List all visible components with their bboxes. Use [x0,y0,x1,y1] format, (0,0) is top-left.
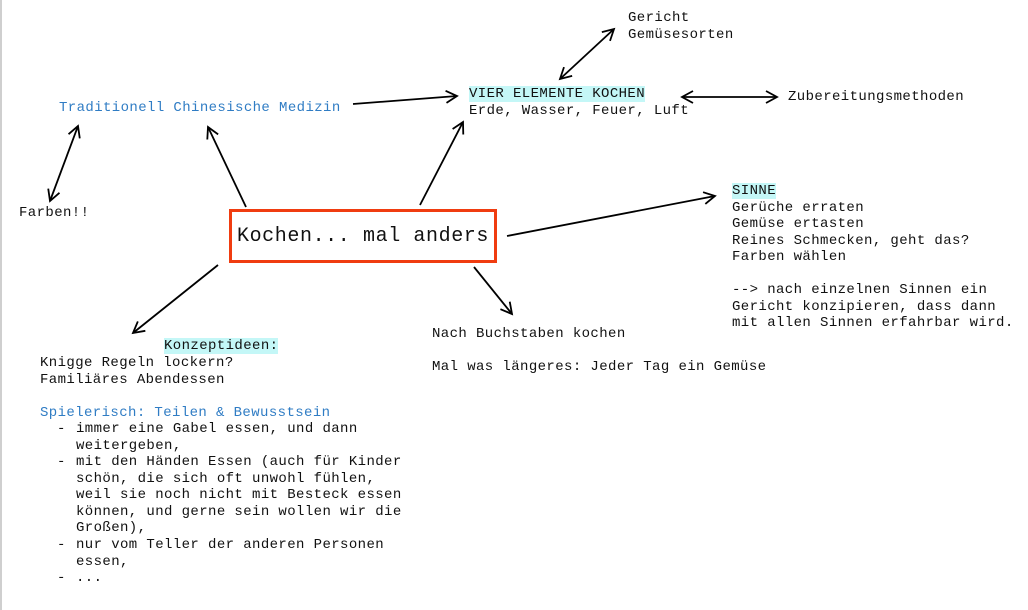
bullet-line: ... [76,570,103,586]
node-vier-elemente[interactable]: VIER ELEMENTE KOCHEN Erde, Wasser, Feuer… [469,86,689,119]
node-farben[interactable]: Farben!! [19,205,90,221]
arrow-center-to-buchstaben [473,266,514,316]
arrow-tcm-to-vier [352,90,459,105]
konzept-title: Konzeptideen: [164,338,279,354]
sinne-item: Reines Schmecken, geht das? [732,232,970,249]
bullet-item: -nur vom Teller der anderen Personen ess… [57,537,385,570]
node-sinne[interactable]: SINNE Gerüche erraten Gemüse ertasten Re… [732,183,1014,332]
bullet-item: -immer eine Gabel essen, und dann weiter… [57,421,358,454]
bullet-line: schön, die sich oft unwohl fühlen, [76,470,376,487]
bullet-item: -mit den Händen Essen (auch für Kinder s… [57,454,402,537]
bullet-line: weitergeben, [76,437,182,454]
bullet-line: weil sie noch nicht mit Besteck essen [76,487,402,503]
bullet-dash: - [57,570,66,586]
page-edge [0,0,2,610]
central-topic[interactable]: Kochen... mal anders [229,209,497,263]
buchstaben-line: Nach Buchstaben kochen [432,326,626,342]
arrow-center-to-konzept [131,264,219,335]
bullet-dash: - [57,421,66,437]
vier-sub: Erde, Wasser, Feuer, Luft [469,102,690,119]
bullet-line: essen, [76,553,129,570]
arrow-vier-gericht [558,27,616,81]
node-buchstaben[interactable]: Nach Buchstaben kochen Mal was längeres:… [432,326,766,376]
node-zubereitung[interactable]: Zubereitungsmethoden [788,89,965,105]
arrow-center-to-tcm [206,125,247,208]
sinne-note: Gericht konzipieren, dass dann [732,298,997,315]
laenger-line: Mal was längeres: Jeder Tag ein Gemüse [432,359,767,375]
sinne-title: SINNE [732,183,777,199]
sinne-note: --> nach einzelnen Sinnen ein [732,282,988,298]
konzept-line: Familiäres Abendessen [40,371,225,388]
gericht-line: Gericht [628,10,690,26]
konzept-title-text: Konzeptideen [164,338,270,354]
bullet-line: Großen), [76,520,147,536]
bullet-line: können, und gerne sein wollen wir die [76,503,402,520]
arrow-center-to-sinne [506,191,717,237]
bullet-item: -... [57,570,103,587]
bullet-dash: - [57,537,66,553]
bullet-line: mit den Händen Essen (auch für Kinder [76,454,402,470]
central-topic-label: Kochen... mal anders [236,224,490,248]
bullet-dash: - [57,454,66,470]
vier-title: VIER ELEMENTE KOCHEN [469,86,646,102]
sinne-note: mit allen Sinnen erfahrbar wird. [732,315,1014,331]
node-tcm[interactable]: Traditionell Chinesische Medizin [59,100,341,116]
sinne-item: Gemüse ertasten [732,216,865,232]
konzept-heading[interactable]: Konzeptideen: [164,338,279,355]
sinne-item: Gerüche erraten [732,199,865,216]
konzept-colon: : [269,338,279,354]
konzept-line: Knigge Regeln lockern? [40,355,234,371]
bullet-line: immer eine Gabel essen, und dann [76,421,358,437]
gemuesesorten-line: Gemüsesorten [628,26,734,43]
sinne-item: Farben wählen [732,249,847,265]
bullet-line: nur vom Teller der anderen Personen [76,537,385,553]
node-gericht[interactable]: Gericht Gemüsesorten [628,10,734,43]
konzept-lines[interactable]: Knigge Regeln lockern? Familiäres Abende… [40,355,330,421]
arrow-center-to-vier [419,120,465,206]
arrow-farben-tcm [47,124,81,203]
spielerisch-heading: Spielerisch: Teilen & Bewusstsein [40,404,331,421]
